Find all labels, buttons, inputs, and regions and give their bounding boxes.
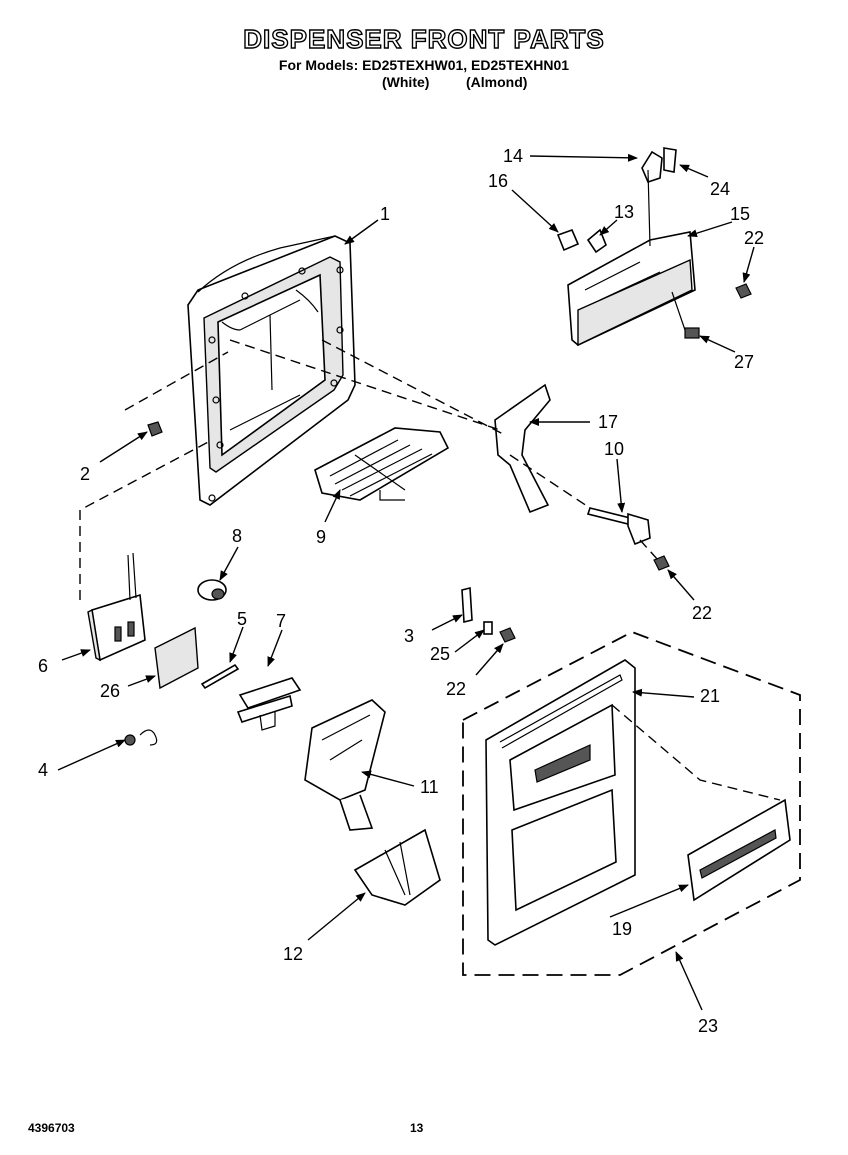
model-variants: (White) (Almond)	[382, 74, 527, 90]
callout-25: 25	[430, 644, 450, 664]
models-line: For Models: ED25TEXHW01, ED25TEXHN01	[278, 57, 570, 73]
rod-part	[586, 507, 651, 546]
switch-part	[461, 586, 473, 624]
pin-part	[200, 663, 240, 690]
callout-4: 4	[38, 760, 48, 780]
callout-1: 1	[380, 204, 390, 224]
spring-part	[124, 729, 158, 746]
callout-21: 21	[700, 686, 720, 706]
variant-almond: (Almond)	[466, 74, 528, 90]
callout-3: 3	[404, 626, 414, 646]
assembly-line	[611, 704, 781, 801]
callout-16: 16	[488, 171, 508, 191]
lever-part	[494, 383, 551, 514]
callout-23: 23	[698, 1016, 718, 1036]
callout-10: 10	[604, 439, 624, 459]
screw-part-2	[147, 421, 163, 437]
funnel-part	[353, 828, 441, 906]
module-part	[87, 552, 146, 662]
callout-17: 17	[598, 412, 618, 432]
page-title: DISPENSER FRONT PARTS	[243, 23, 605, 54]
callout-24: 24	[710, 179, 730, 199]
callout-7: 7	[276, 611, 286, 631]
callout-13: 13	[614, 202, 634, 222]
assembly-line	[124, 351, 229, 411]
callout-22-mid: 22	[692, 603, 712, 623]
housing-part	[187, 235, 356, 506]
callout-11: 11	[420, 777, 439, 797]
leader-lines	[57, 153, 755, 1011]
callout-12: 12	[283, 944, 303, 964]
callout-15: 15	[730, 204, 750, 224]
upper-assembly-part	[556, 147, 700, 347]
paddle-part	[304, 699, 386, 831]
callout-2: 2	[80, 464, 90, 484]
callout-26: 26	[100, 681, 120, 701]
assembly-line	[639, 539, 659, 561]
callout-5: 5	[237, 609, 247, 629]
assembly-line	[79, 439, 213, 600]
callout-labels: 1 2 3 4 5 6 7 8 9 10 11 12 13 14 15 16 1…	[38, 146, 764, 1036]
screw-part-22-top	[735, 283, 752, 299]
callout-8: 8	[232, 526, 242, 546]
document-number: 4396703	[28, 1121, 75, 1135]
screw-part-22-mid	[653, 555, 670, 571]
callout-6: 6	[38, 656, 48, 676]
screw-part-22-lower	[499, 627, 516, 643]
variant-white: (White)	[382, 74, 430, 90]
solenoid-part	[197, 579, 227, 601]
hinge-part	[236, 677, 302, 731]
page-number: 13	[410, 1121, 424, 1135]
assembly-line	[321, 339, 506, 436]
callout-14: 14	[503, 146, 523, 166]
panel-assembly-part	[462, 631, 801, 976]
drip-tray-part	[314, 427, 450, 501]
clip-part	[483, 621, 493, 635]
callout-9: 9	[316, 527, 326, 547]
callout-27: 27	[734, 352, 754, 372]
callout-22-top: 22	[744, 228, 764, 248]
pad-part	[154, 626, 199, 690]
callout-19: 19	[612, 919, 632, 939]
callout-22-lower: 22	[446, 679, 466, 699]
